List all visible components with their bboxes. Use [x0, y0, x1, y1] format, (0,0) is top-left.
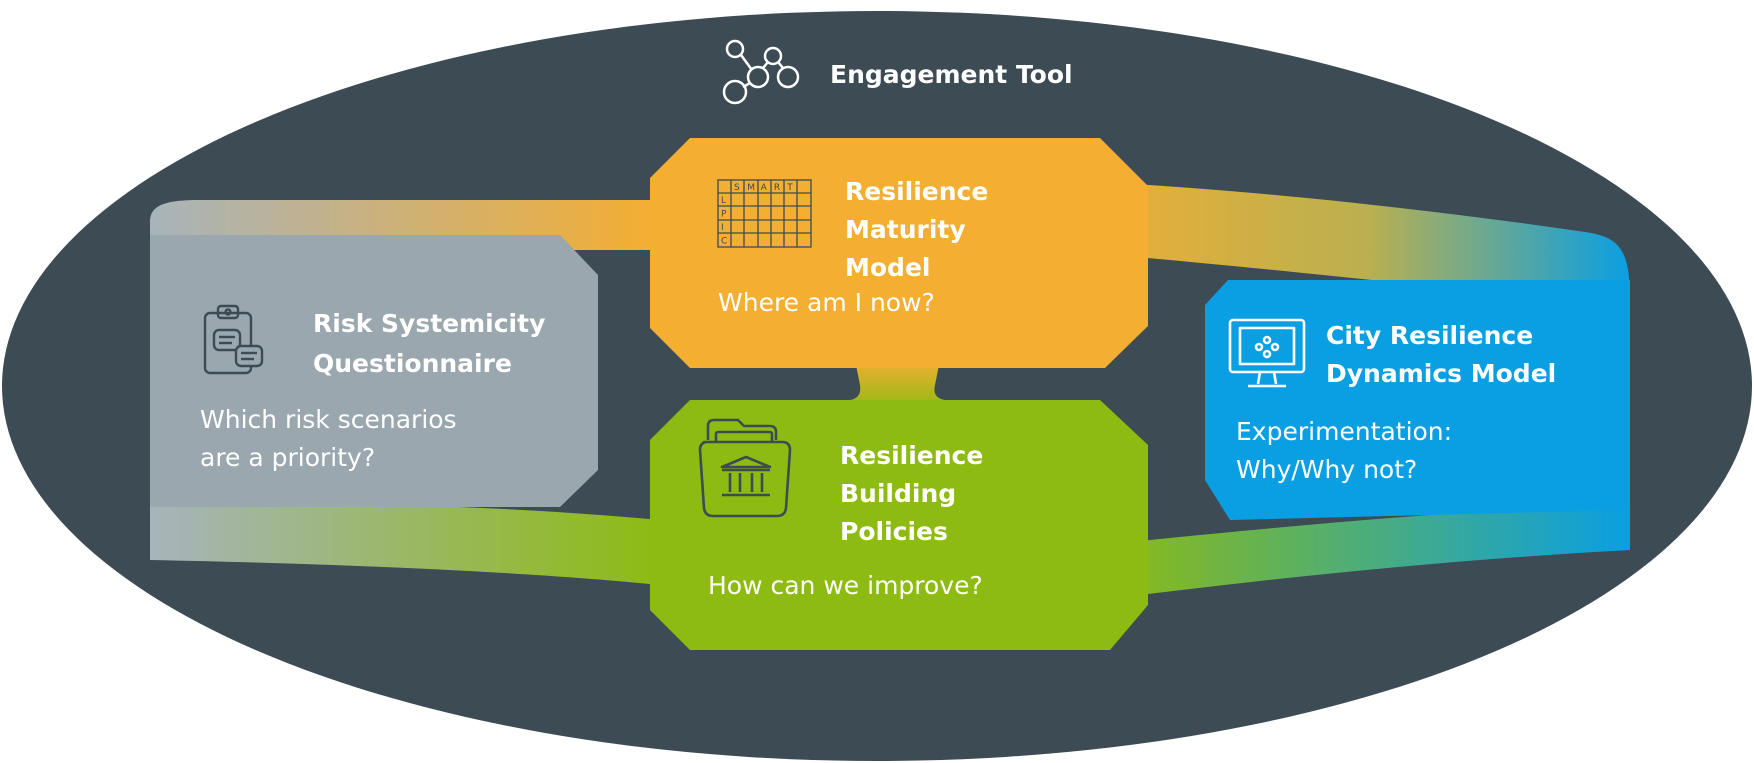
maturity-title-line-3: Model [845, 253, 931, 282]
risk-title-line-2: Questionnaire [313, 349, 512, 378]
smart-letter-t: T [786, 183, 793, 193]
risk-question-line-1: Which risk scenarios [200, 405, 457, 434]
policies-title-line-3: Policies [840, 517, 948, 546]
smart-letter-a: A [761, 183, 768, 193]
smart-letter-r: R [774, 183, 780, 193]
risk-question-line-2: are a priority? [200, 443, 376, 472]
header-title: Engagement Tool [830, 60, 1073, 89]
connector-risk-policies [150, 503, 660, 585]
connector-maturity-city [1050, 180, 1630, 300]
maturity-title-line-1: Resilience [845, 177, 989, 206]
policies-title-line-1: Resilience [840, 441, 984, 470]
connector-policies-city [1100, 505, 1630, 600]
clipboard-chat-icon [203, 304, 264, 375]
maturity-question: Where am I now? [718, 288, 935, 317]
city-question-line-2: Why/Why not? [1236, 455, 1418, 484]
maturity-title-line-2: Maturity [845, 215, 966, 244]
connector-maturity-policies [850, 360, 945, 410]
monitor-icon [1228, 318, 1306, 388]
maturity-model-box [650, 138, 1148, 368]
smart-side-letter-c: C [721, 237, 727, 247]
city-dynamics-box [1205, 280, 1630, 520]
risk-title-line-1: Risk Systemicity [313, 309, 546, 338]
smart-letter-s: S [734, 183, 740, 193]
smart-side-letter-l: L [721, 196, 726, 206]
city-title-line-1: City Resilience [1326, 321, 1534, 350]
risk-questionnaire-box [150, 235, 598, 507]
smart-side-letter-p: P [721, 210, 727, 220]
network-nodes-icon [722, 39, 800, 105]
policies-title-line-2: Building [840, 479, 957, 508]
smart-letter-m: M [747, 183, 755, 193]
city-question-line-1: Experimentation: [1236, 417, 1453, 446]
city-title-line-2: Dynamics Model [1326, 359, 1557, 388]
folder-bank-icon [698, 418, 792, 518]
policies-question: How can we improve? [708, 571, 983, 600]
smart-side-letter-i: I [721, 223, 724, 233]
